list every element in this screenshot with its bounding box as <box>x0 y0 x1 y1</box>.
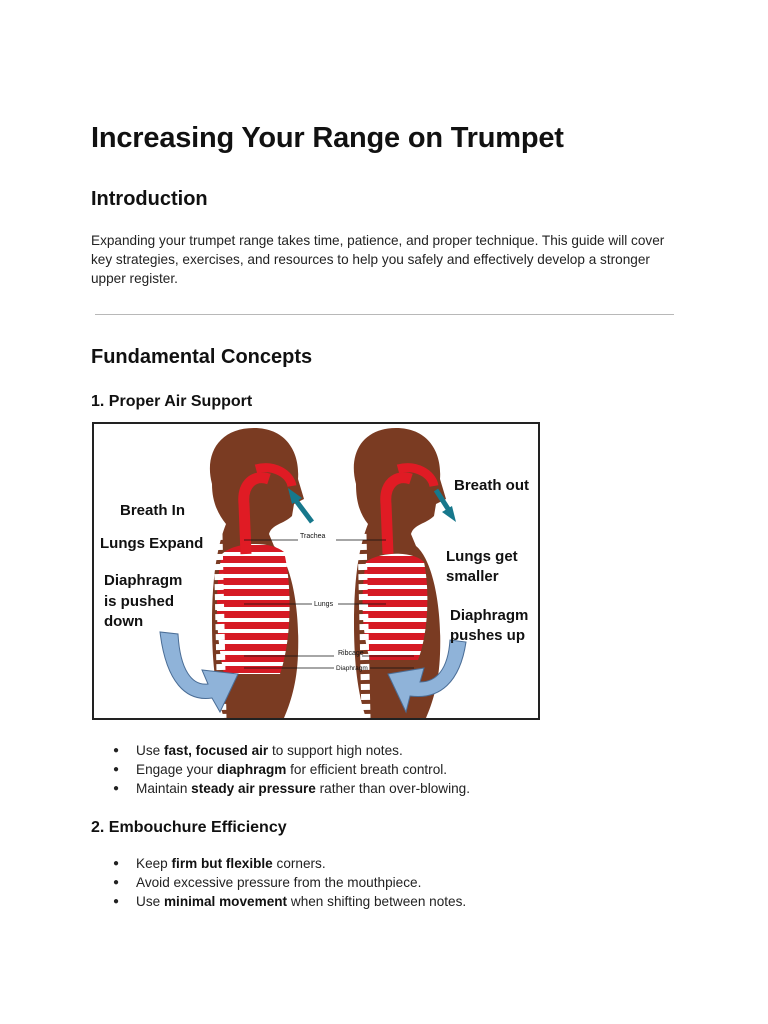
list-item: Maintain steady air pressure rather than… <box>113 779 470 798</box>
list-item: Use fast, focused air to support high no… <box>113 741 470 760</box>
breathing-diagram-image: Trachea Lungs Ribcage Diaphragm Breath I… <box>92 422 540 720</box>
right-body-figure <box>353 428 467 718</box>
label-diaphragm: Diaphragm <box>336 665 368 672</box>
list-item: Keep firm but flexible corners. <box>113 854 466 873</box>
air-support-bullet-list: Use fast, focused air to support high no… <box>113 741 470 798</box>
label-diaphragm-down-line3: down <box>104 613 143 630</box>
intro-paragraph: Expanding your trumpet range takes time,… <box>91 233 665 286</box>
label-lungs-expand: Lungs Expand <box>100 535 203 552</box>
label-diaphragm-up-line1: Diaphragm <box>450 607 528 624</box>
page-title: Increasing Your Range on Trumpet <box>91 122 564 154</box>
horizontal-divider <box>95 314 674 315</box>
label-trachea: Trachea <box>300 533 326 540</box>
left-body-figure <box>159 428 314 718</box>
label-ribcage: Ribcage <box>338 650 364 657</box>
list-item: Avoid excessive pressure from the mouthp… <box>113 873 466 892</box>
subheading-air-support: 1. Proper Air Support <box>91 393 253 410</box>
section-heading-fundamentals: Fundamental Concepts <box>91 346 313 368</box>
label-diaphragm-down-line1: Diaphragm <box>104 572 182 589</box>
label-lungs-smaller-line1: Lungs get <box>446 548 518 565</box>
label-lungs-smaller-line2: smaller <box>446 568 499 585</box>
label-diaphragm-down-line2: is pushed <box>104 593 174 610</box>
label-lungs: Lungs <box>314 601 334 608</box>
subheading-embouchure: 2. Embouchure Efficiency <box>91 819 287 836</box>
label-diaphragm-up-line2: pushes up <box>450 627 525 644</box>
list-item: Use minimal movement when shifting betwe… <box>113 892 466 911</box>
label-breath-out: Breath out <box>454 477 529 494</box>
list-item: Engage your diaphragm for efficient brea… <box>113 760 470 779</box>
label-breath-in: Breath In <box>120 502 185 519</box>
section-heading-introduction: Introduction <box>91 188 208 210</box>
embouchure-bullet-list: Keep firm but flexible corners. Avoid ex… <box>113 854 466 911</box>
